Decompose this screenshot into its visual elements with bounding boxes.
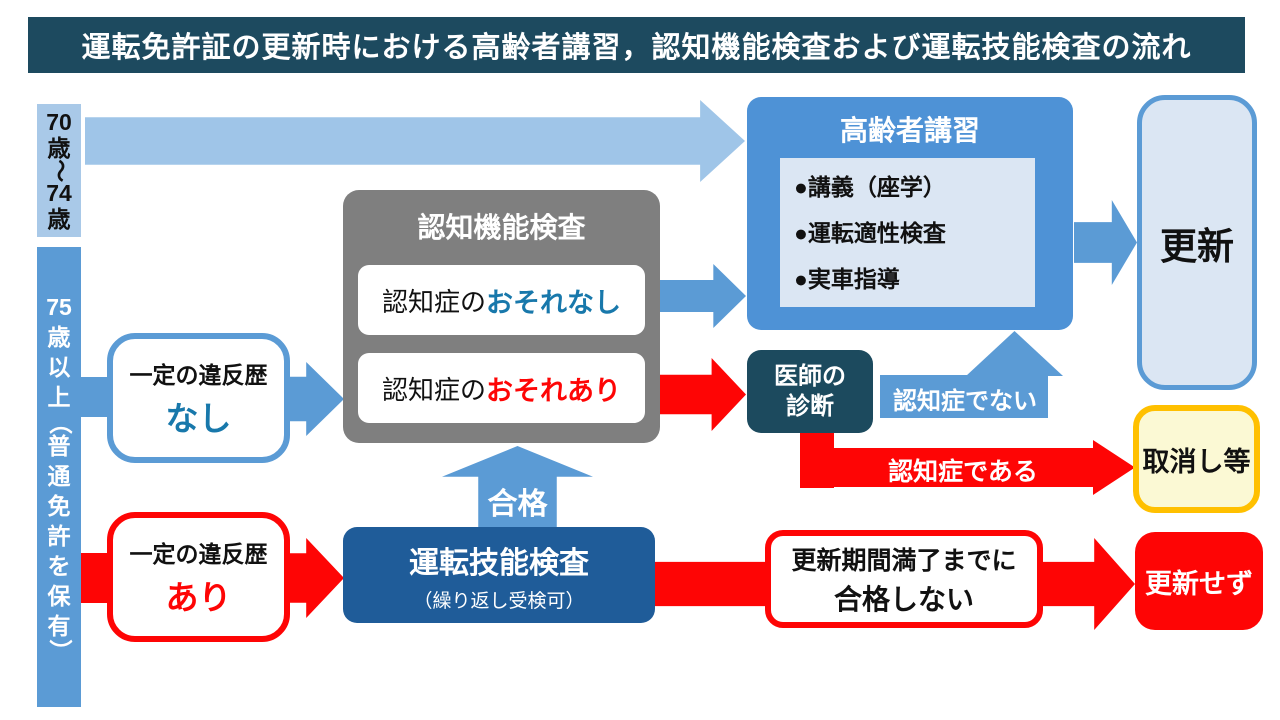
no-dementia-risk-card: 認知症のおそれなし xyxy=(358,265,645,335)
arrow-70-74-to-senior-course xyxy=(85,100,745,182)
age-band-75-plus-char: 歳 xyxy=(47,323,71,350)
pass-label: 合格 xyxy=(487,488,548,521)
doctor-diagnosis-box: 医師の 診断 xyxy=(747,350,873,433)
arrow-no-risk-to-senior-course xyxy=(660,264,746,328)
age-band-75-plus-char: 上 xyxy=(47,383,71,410)
senior-course-title: 高齢者講習 xyxy=(839,115,980,146)
age-band-70-74-char: ～ xyxy=(46,158,73,182)
arrow-pass-up: 合格 xyxy=(442,446,593,529)
expire-line2: 合格しない xyxy=(833,583,974,615)
senior-course-item: ●講義（座学） xyxy=(794,173,946,200)
arrow-risk-to-doctor xyxy=(660,358,746,431)
arrow-violation-none-to-cognitive-test xyxy=(290,362,344,436)
senior-course-item: ●運転適性検査 xyxy=(794,219,946,246)
age-band-70-74-char: 歳 xyxy=(47,134,71,161)
age-band-70-74-char: 70 xyxy=(46,108,72,135)
skill-test-title: 運転技能検査 xyxy=(409,546,589,580)
risk-prefix: 認知症の xyxy=(381,374,486,405)
violation-none-line1: 一定の違反歴 xyxy=(129,362,268,388)
dementia-label: 認知症である xyxy=(888,458,1038,486)
title-banner: 運転免許証の更新時における高齢者講習，認知機能検査および運転技能検査の流れ xyxy=(28,17,1245,73)
age-band-75-plus-char: 通 xyxy=(47,463,71,490)
violation-none-line2: なし xyxy=(165,400,232,437)
arrow-violation-yes-to-skill-test xyxy=(290,538,344,618)
age-band-75-plus-char: 普 xyxy=(47,433,71,460)
age-band-75-plus-char: 75 xyxy=(46,294,72,321)
cognitive-test-title: 認知機能検査 xyxy=(417,212,586,243)
age-band-70-74-char: 74 xyxy=(46,180,72,207)
violation-yes-line2: あり xyxy=(165,579,232,616)
page-title: 運転免許証の更新時における高齢者講習，認知機能検査および運転技能検査の流れ xyxy=(81,32,1192,64)
age-band-75-plus-char: 許 xyxy=(47,522,71,549)
revoke-box: 取消し等 xyxy=(1133,405,1260,513)
no-risk-prefix: 認知症の xyxy=(381,286,486,317)
arrow-senior-course-to-renew xyxy=(1074,200,1137,285)
dementia-risk-card: 認知症のおそれあり xyxy=(358,353,645,423)
age-band-75-plus-char: 以 xyxy=(47,353,71,380)
no-risk-emphasis: おそれなし xyxy=(486,287,621,318)
senior-course-item: ●実車指導 xyxy=(794,265,900,292)
age-band-75-plus-char: 有 xyxy=(47,612,71,639)
arrow-not-dementia-head xyxy=(966,331,1063,376)
violation-yes-line1: 一定の違反歴 xyxy=(129,541,268,567)
age-band-75-plus-char: を xyxy=(47,552,71,579)
senior-course-box: 高齢者講習 ●講義（座学） ●運転適性検査 ●実車指導 xyxy=(747,97,1073,330)
skill-test-subtitle: （繰り返し受検可） xyxy=(413,590,585,612)
no-renew-box: 更新せず xyxy=(1135,532,1263,630)
connector-75-to-violation-yes xyxy=(81,553,108,603)
risk-emphasis: おそれあり xyxy=(486,375,621,406)
age-band-70-74-char: 歳 xyxy=(47,206,71,233)
age-band-75-plus-char: 免 xyxy=(47,492,71,519)
arrow-dementia-head xyxy=(1093,440,1135,495)
age-band-75-plus-char: （ xyxy=(46,410,73,434)
senior-course-items: ●講義（座学） ●運転適性検査 ●実車指導 xyxy=(780,158,1035,307)
violation-none-box: 一定の違反歴 なし xyxy=(107,333,290,463)
renew-box: 更新 xyxy=(1137,95,1257,390)
expire-condition-box: 更新期間満了までに 合格しない xyxy=(765,530,1043,628)
connector-75-to-violation-none xyxy=(81,377,108,417)
arrow-not-dementia-bar xyxy=(880,375,1048,418)
doctor-line2: 診断 xyxy=(786,392,834,420)
skill-test-box: 運転技能検査 （繰り返し受検可） xyxy=(343,527,655,623)
not-dementia-label: 認知症でない xyxy=(893,388,1037,415)
violation-yes-box: 一定の違反歴 あり xyxy=(107,512,290,642)
cognitive-test-box: 認知機能検査 認知症のおそれなし 認知症のおそれあり xyxy=(343,190,660,443)
age-band-75-plus-char: 保 xyxy=(47,582,71,609)
expire-line1: 更新期間満了までに xyxy=(791,546,1017,575)
arrow-dementia-horizontal-bar xyxy=(800,448,1093,487)
age-band-75-plus-char: ） xyxy=(46,639,73,663)
doctor-line1: 医師の xyxy=(774,362,846,390)
